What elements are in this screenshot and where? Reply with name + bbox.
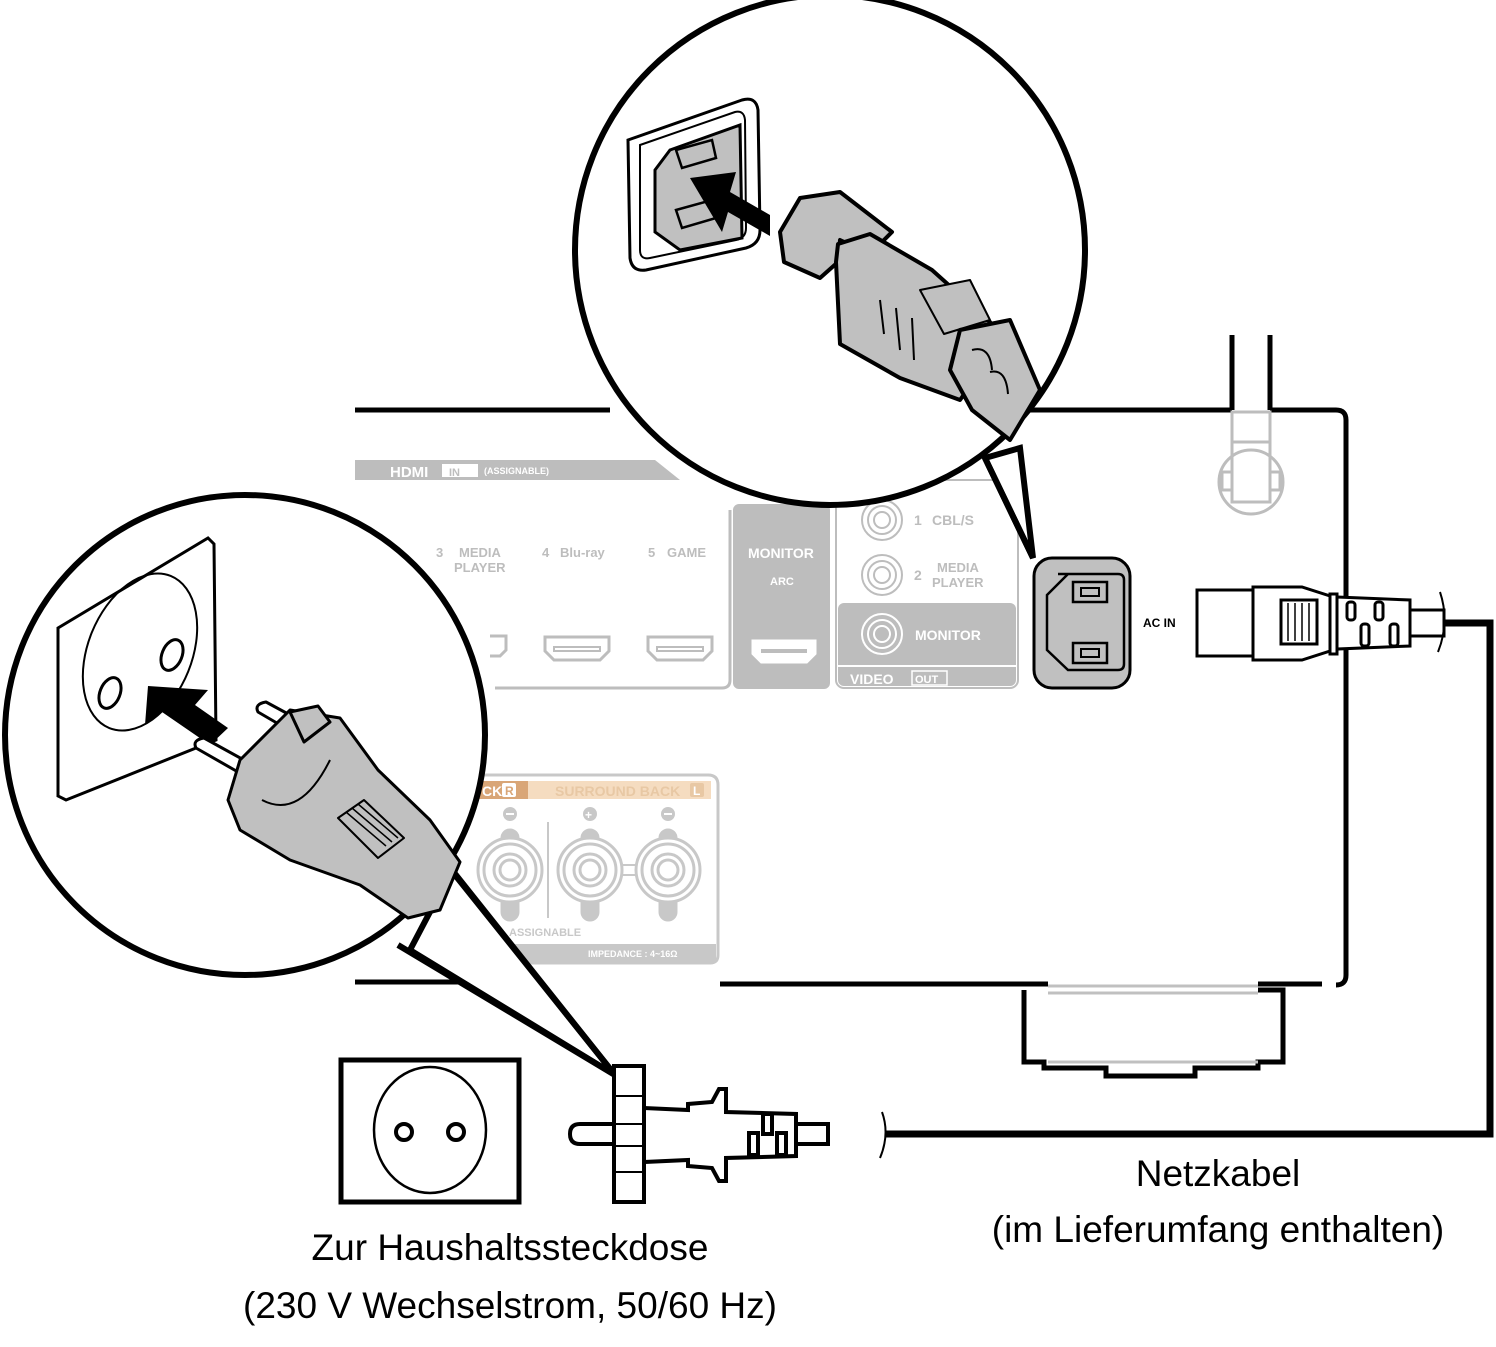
hdmi-in-badge: IN — [449, 467, 460, 479]
outlet-detail-callout — [2, 492, 618, 1078]
speaker-terminal-icon[interactable] — [634, 828, 702, 922]
iec-c14-inlet-icon — [1045, 572, 1126, 672]
antenna-connector-icon — [1217, 410, 1285, 516]
arc-label: ARC — [770, 576, 794, 588]
rca-jack-icon — [861, 499, 903, 541]
video-in-number: 1 — [914, 512, 922, 528]
video-out-badge: OUT — [915, 674, 939, 686]
hdmi-port-label: GAME — [667, 545, 706, 560]
hdmi-port-label: MEDIA — [459, 545, 502, 560]
video-out-monitor[interactable]: MONITOR VIDEO OUT — [838, 603, 1016, 687]
hdmi-port-number: 4 — [542, 545, 550, 560]
insert-arrow-icon — [145, 686, 228, 745]
rca-jack-icon — [861, 613, 903, 655]
assignable-label: ASSIGNABLE — [509, 927, 581, 939]
video-in-2[interactable]: 2 MEDIA PLAYER — [861, 554, 984, 596]
hdmi-port-label: PLAYER — [454, 560, 506, 575]
speaker-terminal-icon[interactable] — [476, 828, 544, 922]
hdmi-header-label: HDMI — [390, 464, 428, 481]
iec-c13-plug-icon — [1195, 585, 1446, 662]
ac-inlet[interactable]: AC IN — [1032, 556, 1176, 690]
monitor-label: MONITOR — [748, 545, 814, 561]
plus-sign: + — [585, 808, 592, 822]
outlet-caption-line2: (230 V Wechselstrom, 50/60 Hz) — [243, 1285, 777, 1326]
video-in-number: 2 — [914, 567, 922, 583]
video-in-label: MEDIA — [937, 560, 980, 575]
hdmi-port-4[interactable]: 4 Blu-ray — [542, 545, 611, 662]
hdmi-port-3[interactable]: 3 MEDIA PLAYER — [436, 545, 508, 658]
hdmi-assignable-label: (ASSIGNABLE) — [484, 466, 549, 476]
speaker-terminal-icon[interactable] — [556, 828, 624, 922]
receiver-chassis — [355, 335, 1349, 1079]
hdmi-port-5[interactable]: 5 GAME — [646, 545, 714, 662]
speaker-terminal-section: CK R SURROUND BACK L + ASSIGNABLE IMPEDA… — [460, 773, 720, 965]
video-in-1[interactable]: 1 CBL/S — [861, 499, 974, 541]
ac-in-label: AC IN — [1143, 616, 1176, 630]
impedance-label: IMPEDANCE : 4~16Ω — [588, 949, 678, 959]
rca-jack-icon — [861, 554, 903, 596]
schuko-plug-icon — [567, 1064, 830, 1204]
schuko-plug-icon — [193, 700, 462, 920]
hdmi-port-icon — [490, 634, 508, 658]
iec-c13-plug-icon — [778, 190, 1042, 442]
wall-outlet — [338, 1057, 522, 1205]
inlet-detail-callout — [572, 0, 1088, 560]
insert-arrow-icon — [690, 172, 770, 236]
surround-l-badge: L — [693, 784, 700, 798]
surround-back-label: SURROUND BACK — [555, 783, 680, 799]
video-in-label: PLAYER — [932, 575, 984, 590]
video-out-label: MONITOR — [915, 627, 981, 643]
schuko-outlet-icon — [56, 536, 218, 802]
surround-r-badge: R — [505, 784, 514, 798]
cable-caption-line2: (im Lieferumfang enthalten) — [992, 1209, 1444, 1250]
hdmi-port-label: Blu-ray — [560, 545, 606, 560]
hdmi-port-number: 5 — [648, 545, 655, 560]
hdmi-port-number: 3 — [436, 545, 443, 560]
receiver-foot — [1021, 984, 1286, 1079]
video-label: VIDEO — [850, 671, 894, 687]
hdmi-in-section: HDMI IN (ASSIGNABLE) 3 MEDIA PLAYER 4 Bl… — [355, 460, 732, 690]
cable-caption-line1: Netzkabel — [1136, 1153, 1301, 1194]
video-section: 1 CBL/S 2 MEDIA PLAYER MONITOR VIDEO OUT… — [835, 465, 1019, 689]
power-cable — [885, 619, 1494, 1138]
hdmi-port-icon — [646, 635, 714, 662]
hdmi-monitor-out[interactable]: MONITOR ARC — [733, 504, 830, 689]
video-in-label: CBL/S — [932, 512, 974, 528]
surround-back-r-partial-label: CK — [482, 783, 502, 799]
hdmi-port-icon — [543, 635, 611, 662]
outlet-caption-line1: Zur Haushaltssteckdose — [312, 1227, 709, 1268]
